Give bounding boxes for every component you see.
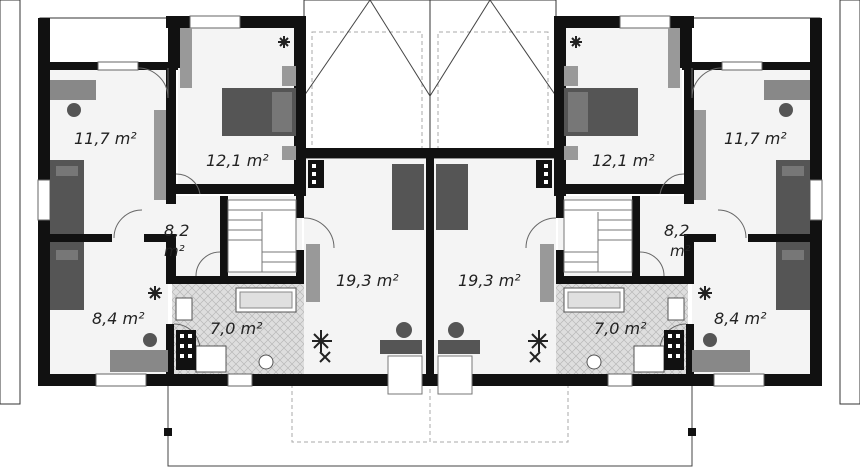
staircase-left <box>227 199 297 273</box>
left-unit <box>37 0 434 467</box>
label-living-left: 19,3 m² <box>336 271 399 290</box>
side-strip-right <box>839 0 860 405</box>
label-bathroom-right: 7,0 m² <box>594 319 647 338</box>
label-hall-unit-right: m² <box>670 242 691 260</box>
labels-left: 11,7 m² 12,1 m² 8,2 m² 8,4 m² 7,0 m² 19,… <box>74 129 399 338</box>
label-bedroom-bottom-right: 8,4 m² <box>714 309 767 328</box>
label-bedroom-top-right: 11,7 m² <box>724 129 787 148</box>
side-strip-left <box>0 0 21 405</box>
label-bathroom-left: 7,0 m² <box>210 319 263 338</box>
balcony-top-left <box>39 17 171 69</box>
label-bedroom-mid-right: 12,1 m² <box>592 151 655 170</box>
label-hall-unit-left: m² <box>164 242 185 260</box>
label-bedroom-bottom-left: 8,4 m² <box>92 309 145 328</box>
label-bedroom-mid-left: 12,1 m² <box>206 151 269 170</box>
terrace-top-left <box>303 0 431 159</box>
label-living-right: 19,3 m² <box>458 271 521 290</box>
right-unit <box>426 0 823 467</box>
label-hall-right: 8,2 <box>664 221 689 240</box>
label-hall-left: 8,2 <box>164 221 189 240</box>
label-bedroom-top-left: 11,7 m² <box>74 129 137 148</box>
labels-right: 19,3 m² 12,1 m² 8,2 m² 7,0 m² 11,7 m² 8,… <box>458 129 787 338</box>
